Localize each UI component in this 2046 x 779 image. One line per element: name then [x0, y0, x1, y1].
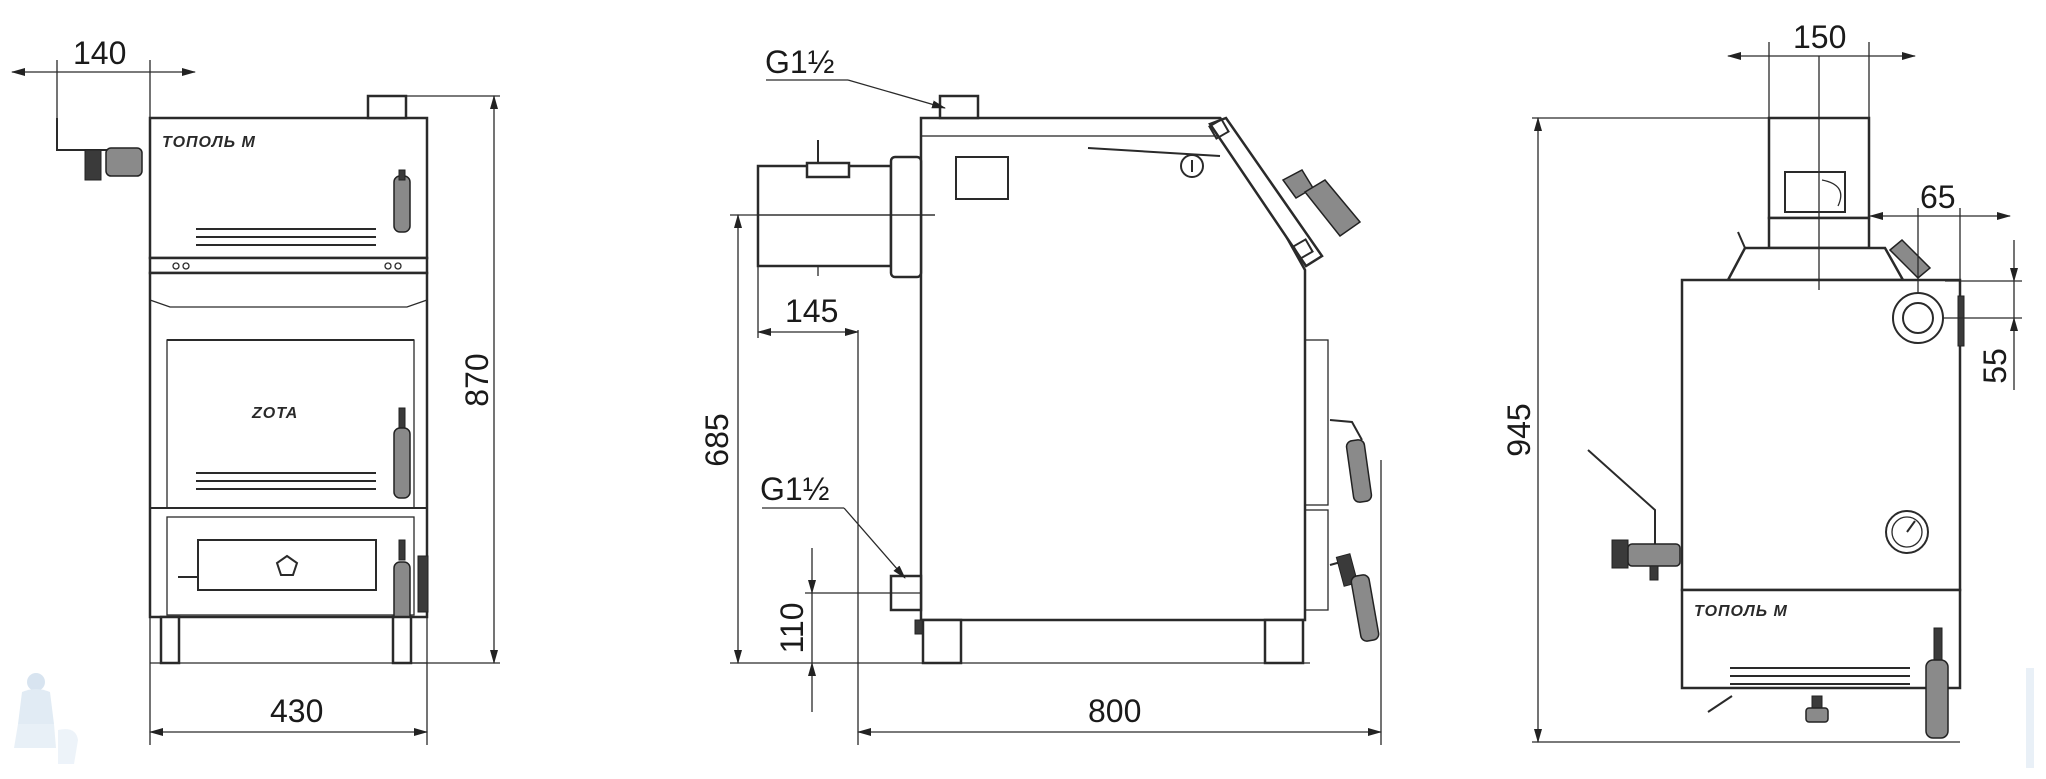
dim-g-bottom: G1½	[760, 471, 829, 507]
back-pressure-gauge-icon	[1885, 510, 1929, 554]
side-leg-back	[1263, 618, 1305, 665]
back-valve-icon	[1805, 695, 1829, 723]
front-top-panel	[148, 116, 429, 260]
side-flue-pipe	[756, 164, 893, 268]
front-door-handle-icon	[393, 407, 411, 499]
side-dial-icon	[1180, 154, 1204, 178]
side-view: G1½ G1½ 145 685 110 800	[699, 44, 1382, 745]
side-door-handle-icon	[1329, 419, 1373, 503]
side-inspection-window	[955, 156, 1009, 200]
front-flue-stub	[366, 94, 408, 120]
front-ash-slot	[197, 539, 377, 591]
back-lower-vents	[1730, 667, 1910, 685]
side-top-nozzle	[938, 94, 980, 120]
front-ash-door	[166, 516, 415, 616]
dim-150: 150	[1793, 19, 1846, 55]
dim-145: 145	[785, 293, 838, 329]
side-top-handle-icon	[1281, 169, 1362, 238]
side-ash-handle-icon	[1329, 553, 1380, 642]
dim-140: 140	[73, 35, 126, 71]
front-side-lever-icon	[56, 118, 143, 181]
plumber-watermark-icon	[14, 673, 78, 764]
dim-g-top: G1½	[765, 44, 834, 80]
front-brand-label: ТОПОЛЬ М	[162, 134, 256, 151]
dim-685: 685	[699, 413, 735, 466]
back-top-handle-icon	[1888, 238, 1932, 280]
back-handle-icon	[1925, 627, 1949, 739]
dim-110: 110	[774, 602, 810, 653]
back-lower-panel	[1680, 588, 1962, 690]
back-body	[1680, 278, 1962, 592]
side-ash-door	[1304, 509, 1329, 611]
back-view: ТОПОЛЬ М 150 945 65	[1501, 19, 2022, 743]
front-upper-vents	[196, 228, 376, 246]
dim-945: 945	[1501, 403, 1537, 456]
back-side-lever-icon	[1587, 449, 1681, 581]
front-upper-handle-icon	[393, 169, 411, 233]
dim-870: 870	[459, 353, 495, 406]
dim-65: 65	[1920, 179, 1956, 215]
back-thermometer-icon	[1784, 171, 1846, 213]
front-door-brand-label: ZOTA	[251, 405, 298, 422]
front-body	[148, 271, 429, 619]
front-leg-right	[391, 615, 413, 665]
front-view: ТОПОЛЬ М ZOTA	[11, 35, 500, 745]
side-leg-front	[921, 618, 963, 665]
dim-55: 55	[1977, 348, 2013, 384]
front-door-vents	[196, 472, 376, 490]
dim-800: 800	[1088, 693, 1141, 729]
side-body	[919, 116, 1307, 622]
front-air-regulator-icon	[275, 554, 299, 576]
side-watermark-icon	[2026, 668, 2034, 768]
dim-430: 430	[270, 693, 323, 729]
back-brand-label: ТОПОЛЬ М	[1694, 603, 1788, 620]
side-main-door	[1304, 339, 1329, 506]
front-leg-left	[159, 615, 181, 665]
